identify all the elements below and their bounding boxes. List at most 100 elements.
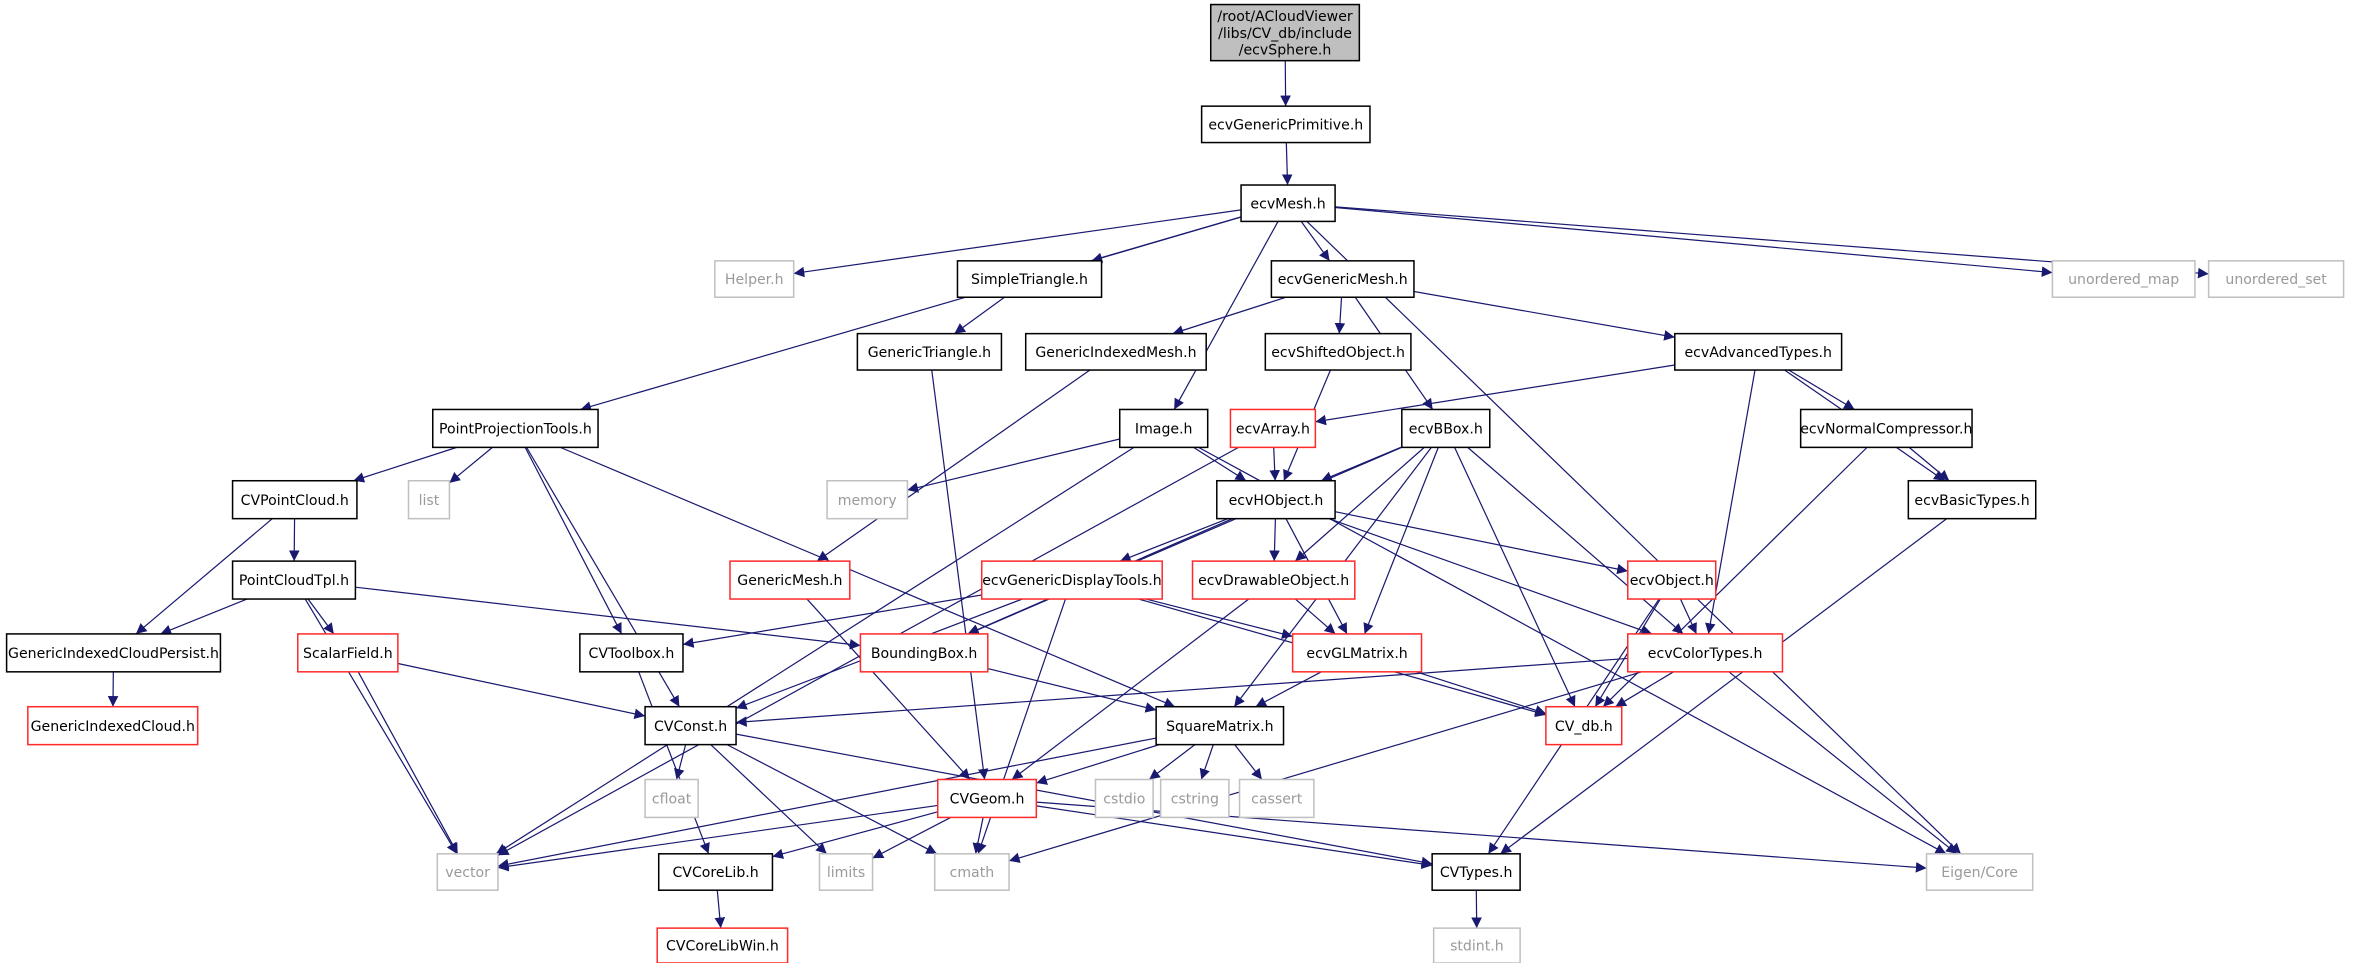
node-pointprojectiontools[interactable]: PointProjectionTools.h xyxy=(431,408,599,449)
edge-ecvmesh-to-ecvgenericmesh xyxy=(1300,221,1331,262)
node-label: /root/ACloudViewer xyxy=(1217,9,1353,25)
edge-cvcorelib-to-cvcorelibwin xyxy=(714,890,726,929)
node-cvcorelib[interactable]: CVCoreLib.h xyxy=(657,853,774,891)
node-box xyxy=(1799,408,1973,449)
node-box xyxy=(1431,853,1521,891)
node-ecvarray[interactable]: ecvArray.h xyxy=(1229,408,1317,449)
node-genericindexedcloud[interactable]: GenericIndexedCloud.h xyxy=(27,705,199,746)
node-box xyxy=(1229,408,1317,449)
node-label: ecvMesh.h xyxy=(1250,196,1325,212)
node-label: cassert xyxy=(1251,792,1303,808)
node-ecvbasictypes[interactable]: ecvBasicTypes.h xyxy=(1907,479,2037,520)
edge-ecvcolortypes-to-cvconst xyxy=(736,657,1628,727)
node-box xyxy=(231,560,357,600)
edge-ecvmesh-to-pointprojectiontools xyxy=(580,216,1242,412)
node-label: cmath xyxy=(950,865,995,881)
node-ecvgenericmesh[interactable]: ecvGenericMesh.h xyxy=(1270,260,1415,298)
edge-ecvhobject-to-ecvgenericdisplaytools xyxy=(1119,518,1229,563)
node-box xyxy=(407,479,451,520)
node-cv-db[interactable]: CV_db.h xyxy=(1545,705,1623,746)
node-ecvgenericprimitive[interactable]: ecvGenericPrimitive.h xyxy=(1200,105,1371,144)
node-label: memory xyxy=(838,493,897,509)
node-label: CVCoreLib.h xyxy=(672,865,758,881)
node-simpletriangle[interactable]: SimpleTriangle.h xyxy=(956,260,1103,298)
node-ecvshiftedobject[interactable]: ecvShiftedObject.h xyxy=(1264,332,1412,371)
edge-cvconst-to-limits xyxy=(710,744,828,855)
node-label: ecvGenericDisplayTools.h xyxy=(982,573,1162,589)
node-label: GenericIndexedCloudPersist.h xyxy=(8,646,219,662)
edge-ecvmesh-to-helper xyxy=(793,209,1242,278)
node-cmath: cmath xyxy=(933,853,1010,891)
node-label: CVTypes.h xyxy=(1440,865,1513,881)
node-box xyxy=(729,560,851,600)
node-vector: vector xyxy=(436,853,499,891)
edge-squarematrix-to-cstdio xyxy=(1148,744,1196,780)
edge-ecvbbox-to-ecvdrawableobject xyxy=(1294,446,1425,562)
node-image[interactable]: Image.h xyxy=(1118,408,1209,449)
edge-ecvhobject-to-ecvobject xyxy=(1334,511,1628,575)
node-ecvcolortypes[interactable]: ecvColorTypes.h xyxy=(1627,633,1784,673)
node-label: ecvGLMatrix.h xyxy=(1306,646,1407,662)
node-scalarfield[interactable]: ScalarField.h xyxy=(297,633,399,673)
node-ecvdrawableobject[interactable]: ecvDrawableObject.h xyxy=(1191,560,1356,600)
node-genericindexedmesh[interactable]: GenericIndexedMesh.h xyxy=(1024,332,1207,371)
node-box xyxy=(980,560,1163,600)
edge-squarematrix-to-cvgeom xyxy=(1036,744,1160,785)
edge-ecvadvancedtypes-to-ecvarray xyxy=(1315,364,1675,426)
node-box xyxy=(231,479,358,520)
node-ecvmesh[interactable]: ecvMesh.h xyxy=(1240,184,1336,223)
node-root[interactable]: /root/ACloudViewer/libs/CV_db/include/ec… xyxy=(1209,3,1361,62)
node-label: unordered_map xyxy=(2068,272,2179,288)
node-label: cstdio xyxy=(1103,792,1145,808)
node-squarematrix[interactable]: SquareMatrix.h xyxy=(1155,705,1285,746)
edge-ecvbbox-to-cv-db xyxy=(1454,447,1576,707)
edge-ecvmesh-to-image xyxy=(1173,221,1279,410)
edge-squarematrix-to-cassert xyxy=(1234,744,1263,780)
edge-image-to-ecvhobject xyxy=(1193,446,1247,482)
node-ecvobject[interactable]: ecvObject.h xyxy=(1627,560,1717,600)
node-cvgeom[interactable]: CVGeom.h xyxy=(936,778,1038,819)
node-cvtypes[interactable]: CVTypes.h xyxy=(1431,853,1521,891)
edge-cvgeom-to-cmath xyxy=(972,817,984,854)
node-box xyxy=(818,853,874,891)
node-ecvnormalcompressor[interactable]: ecvNormalCompressor.h xyxy=(1799,408,1973,449)
edges-layer xyxy=(107,60,2209,929)
node-ecvgenericdisplaytools[interactable]: ecvGenericDisplayTools.h xyxy=(980,560,1163,600)
edge-pointprojectiontools-to-cvpointcloud xyxy=(353,446,457,483)
node-generictriangle[interactable]: GenericTriangle.h xyxy=(856,332,1003,371)
node-boundingbox[interactable]: BoundingBox.h xyxy=(859,633,989,673)
edge-cvgeom-to-limits xyxy=(872,816,951,859)
node-box xyxy=(1238,778,1315,819)
edge-pointprojectiontools-to-squarematrix xyxy=(560,446,1176,708)
nodes-layer: /root/ACloudViewer/libs/CV_db/include/ec… xyxy=(5,3,2345,963)
node-box xyxy=(1155,705,1285,746)
node-label: Image.h xyxy=(1135,422,1193,438)
node-cvconst[interactable]: CVConst.h xyxy=(644,705,737,746)
node-label: ecvBBox.h xyxy=(1409,422,1483,438)
node-cvcorelibwin[interactable]: CVCoreLibWin.h xyxy=(656,927,789,963)
node-genericindexedcloudpersist[interactable]: GenericIndexedCloudPersist.h xyxy=(5,633,222,673)
node-genericmesh[interactable]: GenericMesh.h xyxy=(729,560,851,600)
node-label: SimpleTriangle.h xyxy=(971,272,1088,288)
edge-genericmesh-to-cvgeom xyxy=(806,598,971,780)
node-label: ecvBasicTypes.h xyxy=(1914,493,2029,509)
edge-ecvhobject-to-ecvcolortypes xyxy=(1328,518,1653,636)
node-ecvhobject[interactable]: ecvHObject.h xyxy=(1216,479,1336,520)
node-label: BoundingBox.h xyxy=(871,646,978,662)
node-cvtoolbox[interactable]: CVToolbox.h xyxy=(579,633,684,673)
node-box xyxy=(1240,184,1336,223)
node-pointcloudtpl[interactable]: PointCloudTpl.h xyxy=(231,560,357,600)
node-box xyxy=(5,633,222,673)
node-ecvglmatrix[interactable]: ecvGLMatrix.h xyxy=(1291,633,1423,673)
edge-image-to-vector xyxy=(495,446,1135,855)
node-label: list xyxy=(419,493,440,509)
edge-ecvhobject-to-ecvdrawableobject xyxy=(1269,518,1280,562)
node-unordered-map: unordered_map xyxy=(2051,260,2196,298)
node-box xyxy=(2207,260,2345,298)
node-box xyxy=(27,705,199,746)
node-box xyxy=(579,633,684,673)
node-ecvadvancedtypes[interactable]: ecvAdvancedTypes.h xyxy=(1674,332,1843,371)
node-ecvbbox[interactable]: ecvBBox.h xyxy=(1401,408,1491,449)
node-cvpointcloud[interactable]: CVPointCloud.h xyxy=(231,479,358,520)
